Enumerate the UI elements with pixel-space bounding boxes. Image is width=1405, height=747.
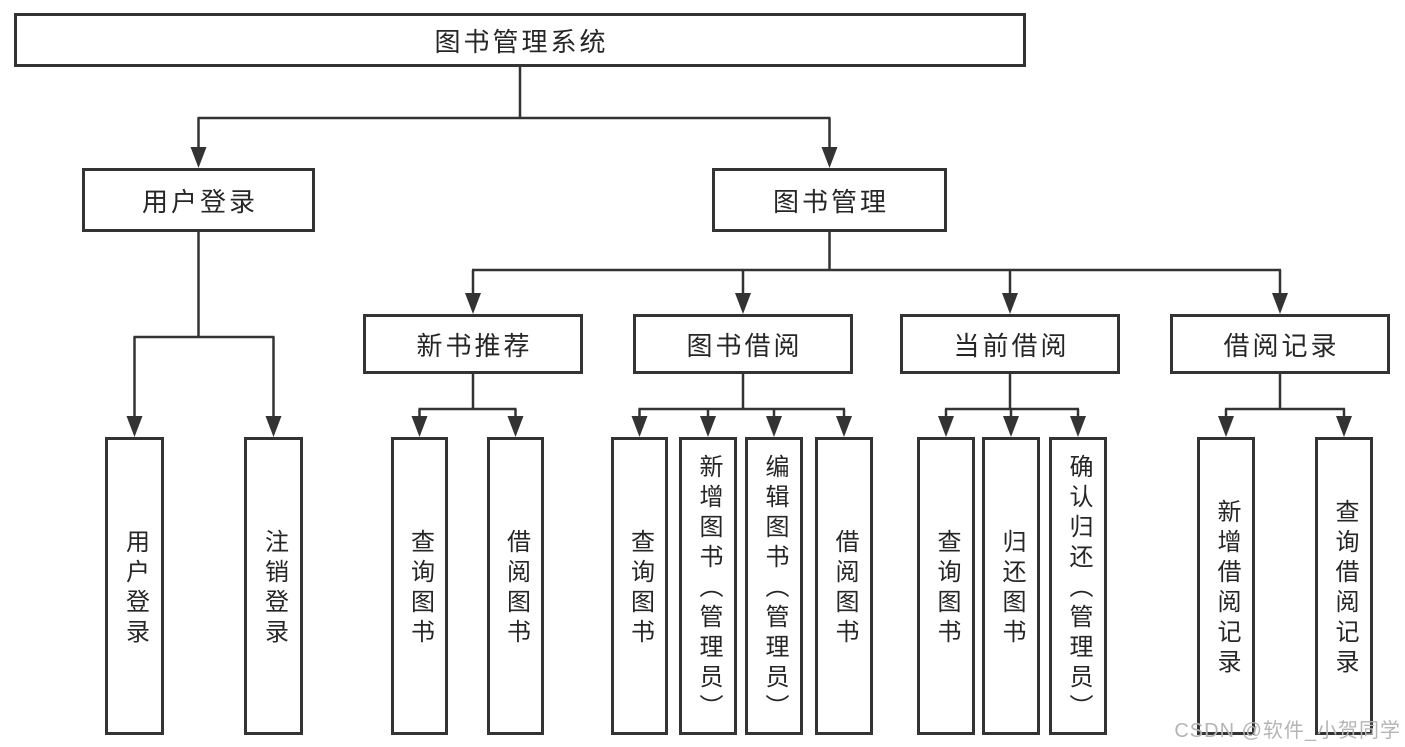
node-current-borrow: 当前借阅 — [900, 314, 1120, 374]
node-label: 查询图书 — [933, 529, 960, 649]
node-label: 确认归还（管理员） — [1065, 454, 1092, 724]
arrowhead-icon — [465, 293, 481, 314]
node-label: 注销登录 — [260, 529, 288, 649]
arrowhead-icon — [821, 147, 838, 168]
node-leaf-confirm-return: 确认归还（管理员） — [1049, 437, 1107, 735]
node-label: 图书借阅 — [686, 330, 803, 361]
arrowhead-icon — [700, 416, 716, 437]
node-leaf-return-book: 归还图书 — [982, 437, 1040, 735]
node-leaf-user-login: 用户登录 — [105, 437, 164, 735]
node-label: 归还图书 — [998, 529, 1025, 649]
arrowhead-icon — [1003, 416, 1019, 437]
arrowhead-icon — [126, 416, 143, 437]
node-leaf-query-record: 查询借阅记录 — [1315, 437, 1373, 735]
node-book-mgmt: 图书管理 — [712, 168, 947, 232]
node-leaf-query-book-2: 查询图书 — [611, 437, 668, 735]
node-label: 借阅图书 — [502, 529, 530, 649]
node-label: 编辑图书（管理员） — [761, 454, 788, 724]
node-label: 新书推荐 — [416, 330, 533, 361]
node-label: 图书管理系统 — [434, 26, 609, 57]
node-leaf-query-book-3: 查询图书 — [917, 437, 975, 735]
node-root: 图书管理系统 — [14, 13, 1026, 67]
node-leaf-borrow-book-1: 借阅图书 — [487, 437, 544, 735]
arrowhead-icon — [265, 416, 282, 437]
node-leaf-add-book: 新增图书（管理员） — [679, 437, 737, 735]
arrowhead-icon — [1272, 293, 1288, 314]
arrowhead-icon — [1336, 416, 1352, 437]
arrowhead-icon — [1218, 416, 1234, 437]
arrowhead-icon — [938, 416, 954, 437]
node-leaf-edit-book: 编辑图书（管理员） — [745, 437, 803, 735]
node-label: 查询图书 — [406, 529, 434, 649]
arrowhead-icon — [836, 416, 852, 437]
node-leaf-query-book-1: 查询图书 — [391, 437, 448, 735]
arrowhead-icon — [631, 416, 648, 437]
node-label: 当前借阅 — [953, 330, 1070, 361]
node-label: 新增借阅记录 — [1213, 499, 1240, 679]
node-leaf-add-record: 新增借阅记录 — [1197, 437, 1255, 735]
arrowhead-icon — [766, 416, 782, 437]
node-label: 图书管理 — [772, 186, 889, 217]
node-label: 查询借阅记录 — [1331, 499, 1358, 679]
node-user-login: 用户登录 — [82, 168, 315, 232]
node-leaf-borrow-book-2: 借阅图书 — [815, 437, 873, 735]
node-label: 借阅图书 — [831, 529, 858, 649]
node-book-borrow: 图书借阅 — [633, 314, 853, 374]
arrowhead-icon — [507, 416, 524, 437]
node-label: 借阅记录 — [1223, 330, 1340, 361]
arrowhead-icon — [411, 416, 428, 437]
node-label: 用户登录 — [121, 529, 149, 649]
arrowhead-icon — [735, 293, 751, 314]
node-label: 用户登录 — [141, 186, 258, 217]
arrowhead-icon — [1070, 416, 1086, 437]
node-label: 查询图书 — [626, 529, 654, 649]
node-borrow-records: 借阅记录 — [1170, 314, 1390, 374]
node-leaf-logout: 注销登录 — [244, 437, 303, 735]
node-label: 新增图书（管理员） — [695, 454, 722, 724]
arrowhead-icon — [190, 147, 207, 168]
arrowhead-icon — [1002, 293, 1018, 314]
node-new-book-rec: 新书推荐 — [363, 314, 583, 374]
